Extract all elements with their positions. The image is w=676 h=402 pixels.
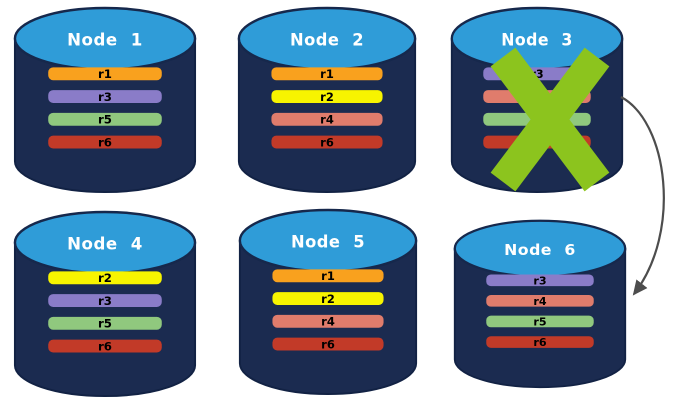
node-6: Node 6 r3 r4 r5 r6 <box>452 219 628 389</box>
replica-bar <box>48 135 162 149</box>
replica-bar <box>48 294 162 307</box>
database-cylinder: Node 4 r2 r3 r5 r6 <box>13 210 197 398</box>
database-cylinder: Node 1 r1 r3 r5 r6 <box>13 6 197 194</box>
replica-label: r3 <box>98 294 112 308</box>
replica-label: r3 <box>533 274 546 287</box>
database-cylinder: Node 2 r1 r2 r4 r6 <box>237 6 417 194</box>
replica-bar <box>48 339 162 353</box>
replica-bar <box>486 295 594 307</box>
replica-bar <box>272 269 384 283</box>
replica-bar <box>486 274 594 287</box>
replica-label: r6 <box>321 337 335 351</box>
replica-label: r3 <box>530 67 543 81</box>
node-title: Node 4 <box>67 233 143 253</box>
node-1: Node 1 r1 r3 r5 r6 <box>12 6 198 194</box>
replica-bar <box>272 314 384 328</box>
node-2: Node 2 r1 r2 r4 r6 <box>236 6 418 194</box>
node-title: Node 5 <box>291 232 365 251</box>
replica-bar <box>272 337 384 351</box>
replica-bar <box>483 112 591 126</box>
replica-bar <box>271 135 383 149</box>
node-3: Node 3 r3 <box>449 6 625 194</box>
replica-label: r1 <box>98 67 112 81</box>
database-cylinder: Node 5 r1 r2 r4 r6 <box>238 208 418 396</box>
replica-label: r2 <box>320 90 334 104</box>
replica-label: r6 <box>98 135 112 149</box>
replica-label: r1 <box>321 269 335 283</box>
replica-label: r6 <box>533 336 546 349</box>
replica-bar <box>272 292 384 305</box>
replica-bar <box>271 90 383 103</box>
replica-label: r3 <box>98 90 112 104</box>
node-4: Node 4 r2 r3 r5 r6 <box>12 210 198 398</box>
node-title: Node 2 <box>290 30 364 49</box>
node-title: Node 6 <box>504 241 576 259</box>
replica-label: r4 <box>533 295 547 308</box>
node-5: Node 5 r1 r2 r4 r6 <box>237 208 419 396</box>
database-cylinder: Node 3 r3 <box>450 6 624 194</box>
replica-label: r4 <box>321 315 335 329</box>
replica-label: r5 <box>98 317 112 331</box>
replica-label: r1 <box>320 67 334 81</box>
replica-bar <box>486 315 594 328</box>
replica-label: r5 <box>533 316 546 329</box>
replica-label: r6 <box>98 339 112 353</box>
node-title: Node 3 <box>501 30 573 50</box>
replica-label: r5 <box>98 113 112 127</box>
replica-bar <box>483 135 591 149</box>
replica-bar <box>48 271 162 285</box>
replica-bar <box>48 316 162 330</box>
replica-bar <box>48 112 162 126</box>
database-cylinder: Node 6 r3 r4 r5 r6 <box>453 219 627 389</box>
replica-label: r2 <box>98 271 112 285</box>
replica-label: r4 <box>320 113 334 127</box>
replica-bar <box>486 336 594 348</box>
replica-bar <box>48 67 162 81</box>
replica-bar <box>48 90 162 103</box>
replica-bar <box>271 67 383 81</box>
replica-label: r2 <box>321 292 335 306</box>
replica-bar <box>483 90 591 103</box>
replica-label: r6 <box>320 135 334 149</box>
node-title: Node 1 <box>67 29 143 49</box>
replica-bar <box>271 112 383 126</box>
